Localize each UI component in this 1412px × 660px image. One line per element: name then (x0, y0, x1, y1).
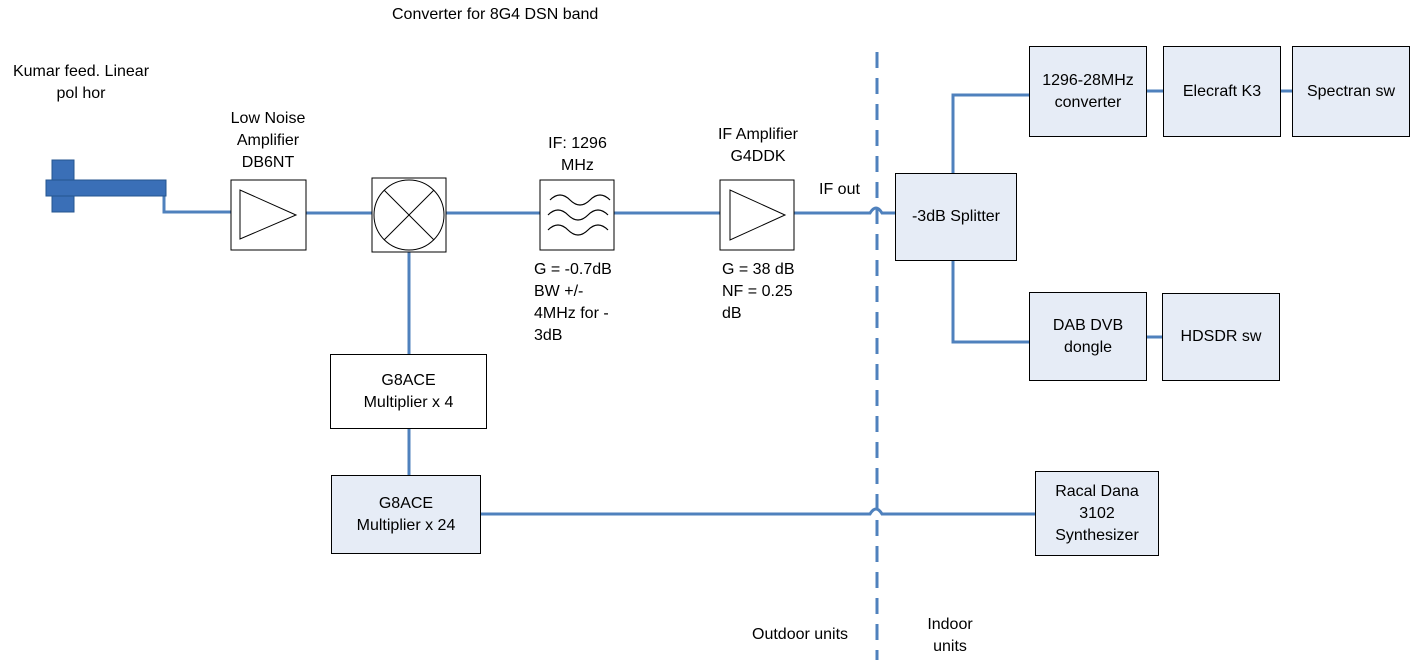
synthesizer-box: Racal Dana 3102 Synthesizer (1035, 471, 1159, 556)
wire-mult24-synth (481, 507, 1035, 516)
filter-spec: G = -0.7dB BW +/- 4MHz for - 3dB (534, 261, 612, 344)
spectran-box: Spectran sw (1292, 46, 1410, 137)
if-amp-title: IF Amplifier G4DDK (717, 126, 798, 165)
lna-label: Low Noise Amplifier DB6NT (230, 110, 306, 171)
splitter-box: -3dB Splitter (895, 173, 1017, 261)
multiplier-x24-box: G8ACE Multiplier x 24 (331, 475, 481, 554)
wire-feed-lna (162, 188, 231, 214)
lna-amplifier-icon (230, 179, 307, 251)
if-out-label: IF out (819, 181, 860, 198)
hdsdr-box: HDSDR sw (1162, 293, 1280, 381)
if-amp-spec: G = 38 dB NF = 0.25 dB (722, 261, 795, 322)
if-amplifier-icon (719, 179, 795, 251)
bandpass-filter-icon (539, 179, 615, 251)
outdoor-units-label: Outdoor units (752, 626, 849, 643)
wire-ifamp-splitter (794, 206, 895, 215)
wire-splitter-converter (951, 93, 1029, 173)
dongle-box: DAB DVB dongle (1029, 292, 1147, 381)
diagram-title: Converter for 8G4 DSN band (392, 6, 599, 23)
feed-antenna-icon (45, 159, 167, 213)
converter-box: 1296-28MHz converter (1029, 46, 1147, 137)
filter-title: IF: 1296 MHz (548, 135, 607, 174)
multiplier-x4-box: G8ACE Multiplier x 4 (330, 354, 487, 429)
elecraft-k3-box: Elecraft K3 (1163, 46, 1281, 137)
feed-label: Kumar feed. Linear pol hor (12, 63, 150, 102)
wire-splitter-dongle (951, 260, 1029, 344)
mixer-icon (371, 177, 447, 253)
indoor-units-label: Indoor units (927, 616, 973, 655)
